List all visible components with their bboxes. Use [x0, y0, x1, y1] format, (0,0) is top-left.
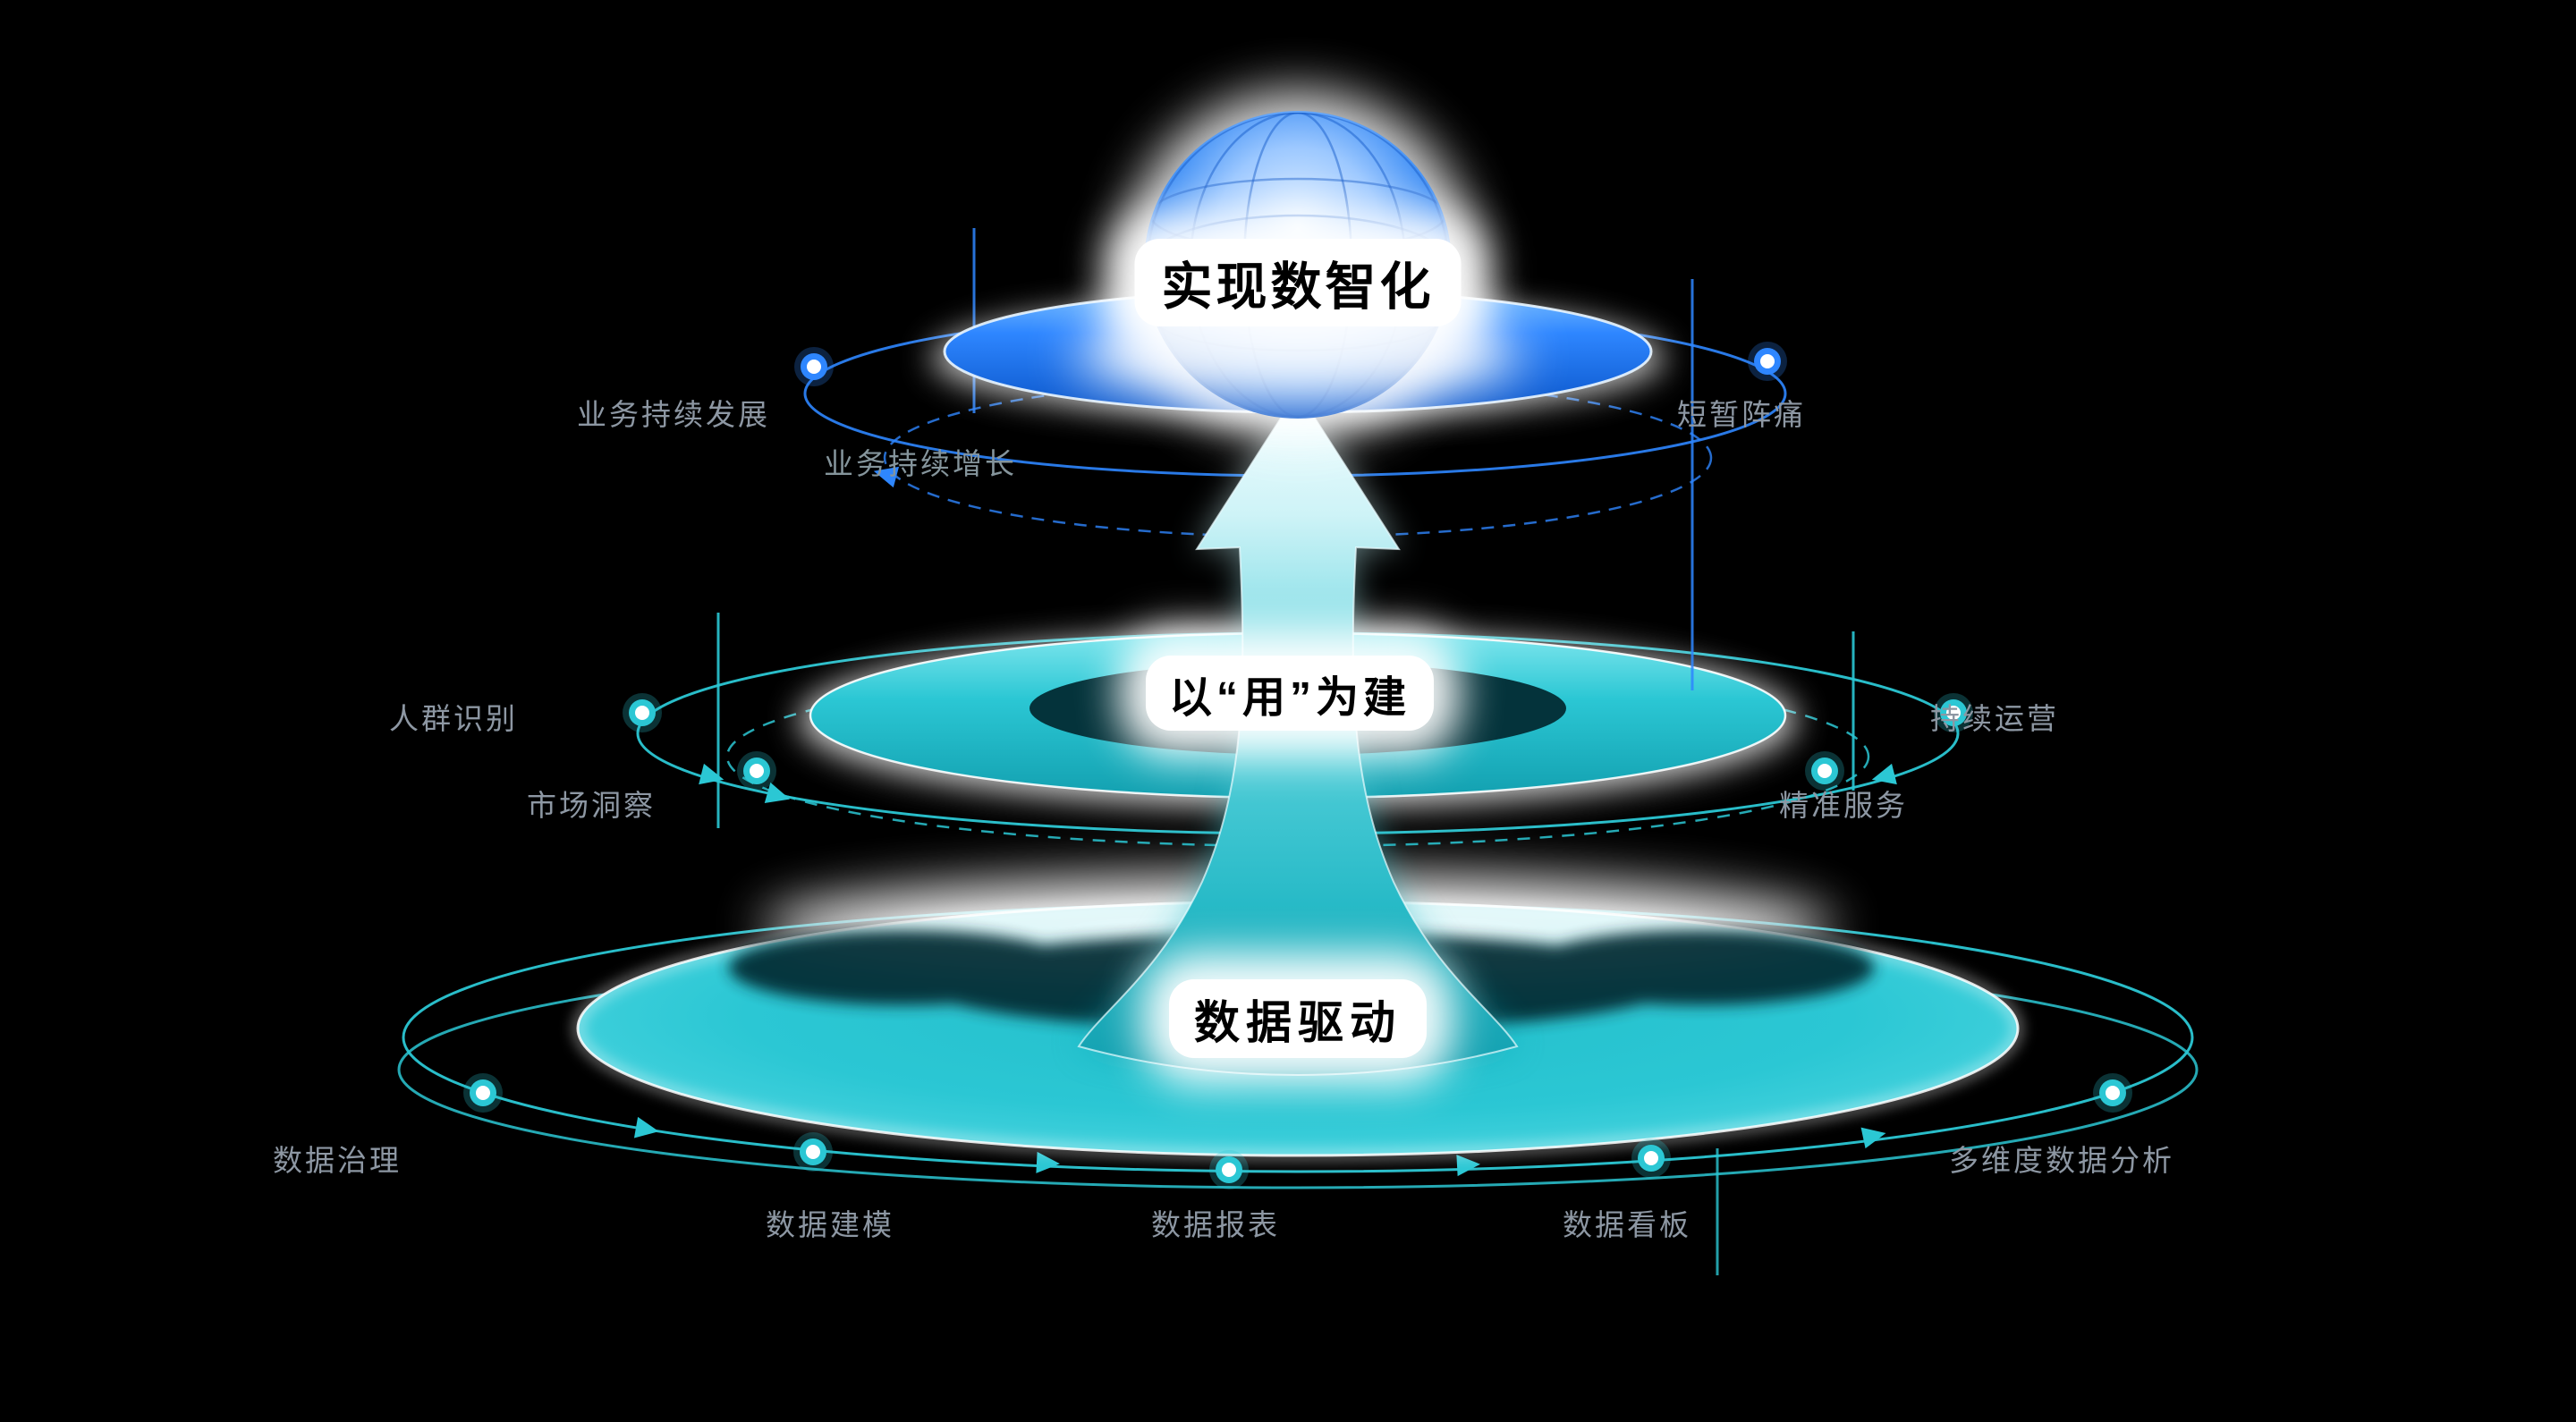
- middle-connector-lines: [716, 613, 1855, 828]
- top-ring-arrowhead: [873, 466, 900, 488]
- middle-ring-arrowheads: [699, 763, 1897, 803]
- bottom-ring-arrowheads: [633, 1116, 1886, 1177]
- label-multi-dimensional-data-analysis: 多维度数据分析: [1949, 1144, 2174, 1177]
- label-data-report: 数据报表: [1151, 1208, 1280, 1241]
- node-dot-teal-bottom: [463, 1073, 2132, 1189]
- label-continuous-operation: 持续运营: [1930, 702, 2059, 735]
- orbit-node-dots: [463, 342, 2132, 1189]
- sphere-base-glow: [1074, 309, 1521, 402]
- label-crowd-identification: 人群识别: [389, 702, 518, 735]
- label-business-continuous-development: 业务持续发展: [577, 398, 770, 431]
- label-business-continuous-growth: 业务持续增长: [824, 447, 1017, 480]
- node-dot-blue: [794, 342, 1787, 386]
- tier-title-top: 实现数智化: [1134, 239, 1462, 326]
- label-data-governance: 数据治理: [273, 1144, 402, 1177]
- tier-title-middle: 以“用”为建: [1145, 656, 1435, 731]
- tier-title-bottom: 数据驱动: [1168, 979, 1428, 1058]
- label-data-dashboard: 数据看板: [1563, 1208, 1691, 1241]
- label-data-modeling: 数据建模: [766, 1208, 894, 1241]
- bottom-connector-lines: [1176, 1129, 1719, 1367]
- label-precision-service: 精准服务: [1779, 789, 1908, 822]
- label-market-insight: 市场洞察: [527, 789, 656, 822]
- label-short-term-pain: 短暂阵痛: [1677, 398, 1806, 431]
- flow-arrow: [1077, 390, 1519, 1077]
- node-dot-teal-middle: [623, 693, 1973, 791]
